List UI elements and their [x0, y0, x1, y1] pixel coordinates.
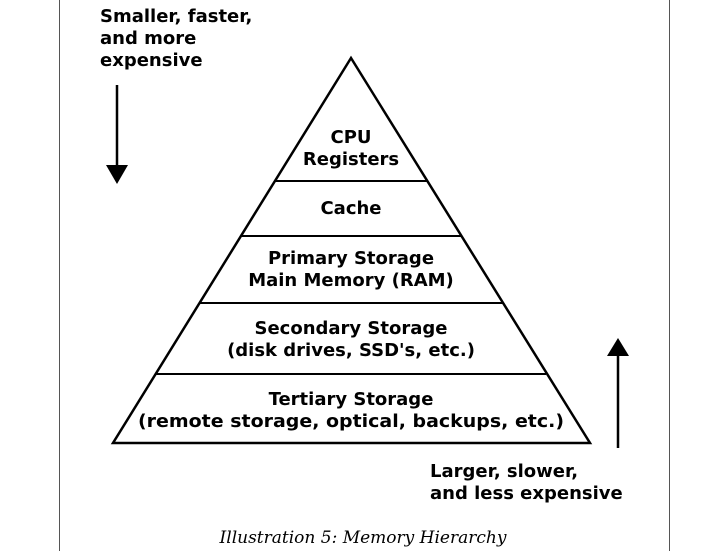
- tier-label-line: Secondary Storage: [255, 318, 448, 339]
- top-note-line-3: expensive: [100, 50, 203, 71]
- bottom-note-line-1: Larger, slower,: [430, 461, 578, 482]
- top-note-line-1: Smaller, faster,: [100, 6, 252, 27]
- bottom-note-line-2: and less expensive: [430, 483, 623, 504]
- tier-cache: Cache: [320, 198, 381, 219]
- tier-secondary-storage: Secondary Storage (disk drives, SSD's, e…: [227, 318, 475, 361]
- bottom-note: Larger, slower, and less expensive: [430, 461, 623, 504]
- tier-label-line: Registers: [303, 149, 399, 170]
- figure-caption: Illustration 5: Memory Hierarchy: [219, 528, 507, 548]
- tier-label-line: Primary Storage: [268, 248, 434, 269]
- tier-primary-storage: Primary Storage Main Memory (RAM): [248, 248, 454, 291]
- tier-label-line: (remote storage, optical, backups, etc.): [138, 411, 564, 432]
- tier-label-line: CPU: [330, 127, 371, 148]
- top-note: Smaller, faster, and more expensive: [100, 6, 252, 71]
- pyramid-outline: [110, 55, 593, 445]
- tier-cpu-registers: CPU Registers: [303, 127, 399, 170]
- tier-label-line: Main Memory (RAM): [248, 270, 454, 291]
- tier-label-line: Cache: [320, 198, 381, 219]
- tier-label-line: (disk drives, SSD's, etc.): [227, 340, 475, 361]
- up-arrow-icon: [607, 338, 629, 448]
- tier-tertiary-storage: Tertiary Storage (remote storage, optica…: [138, 389, 564, 432]
- down-arrow-icon: [106, 85, 128, 184]
- top-note-line-2: and more: [100, 28, 196, 49]
- tier-label-line: Tertiary Storage: [269, 389, 434, 410]
